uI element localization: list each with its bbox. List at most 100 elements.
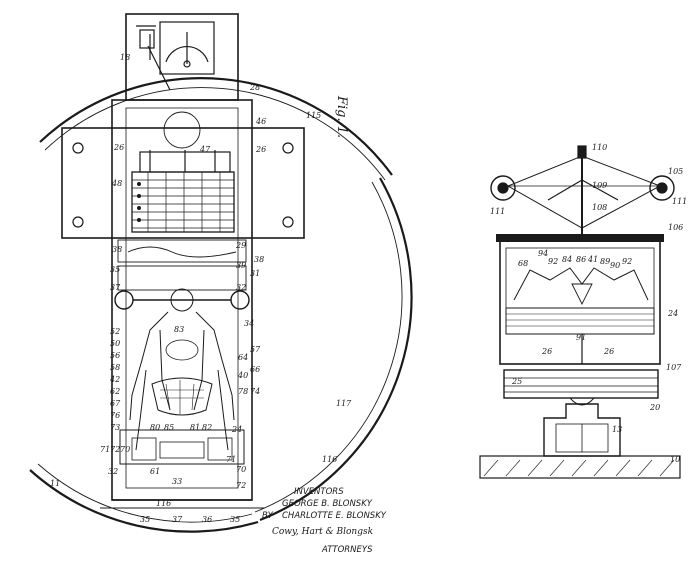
- attorneys-label: ATTORNEYS: [321, 545, 373, 555]
- ref-86: 86: [576, 255, 586, 264]
- ref-58: 58: [110, 363, 120, 372]
- ref-94: 94: [538, 249, 548, 258]
- ground: [479, 455, 681, 479]
- ref-24r: 24: [667, 309, 678, 318]
- ref-81: 81: [190, 423, 200, 432]
- ref-72a: 72: [110, 445, 120, 454]
- ref-80: 80: [150, 423, 160, 432]
- ref-61: 61: [150, 467, 160, 476]
- ref-33: 33: [172, 477, 182, 486]
- ref-32b: 32: [108, 467, 118, 476]
- ref-71a: 71: [100, 445, 110, 454]
- ref-62: 62: [110, 387, 120, 396]
- inventor-name-2: CHARLOTTE E. BLONSKY: [282, 511, 387, 521]
- ref-26r-a: 26: [541, 347, 552, 356]
- ref-115: 115: [306, 111, 321, 120]
- inventor-name-1: GEORGE B. BLONSKY: [282, 499, 373, 509]
- ref-110: 110: [592, 143, 607, 152]
- seated-figure: [129, 288, 235, 451]
- ref-46: 46: [255, 117, 266, 126]
- ref-116a: 116: [322, 455, 337, 464]
- ref-76: 76: [110, 411, 120, 420]
- ref-64: 64: [238, 353, 248, 362]
- ref-29: 29: [235, 241, 246, 250]
- weight-right: [649, 175, 675, 201]
- inventors-heading: INVENTORS: [294, 487, 344, 497]
- ref-36: 36: [202, 515, 212, 524]
- ref-26r-b: 26: [603, 347, 614, 356]
- ref-106: 106: [668, 223, 683, 232]
- ref-11: 11: [50, 479, 60, 488]
- ref-10: 10: [670, 455, 680, 464]
- ref-35c: 35: [230, 515, 240, 524]
- ref-71b: 71: [226, 455, 236, 464]
- left-reference-numbers: 18 28 46 115 26 26 47 48 38 29 35 39 38 …: [50, 53, 352, 524]
- ref-116b: 116: [156, 499, 171, 508]
- ref-83: 83: [174, 325, 184, 334]
- ref-50: 50: [110, 339, 120, 348]
- ref-41: 41: [587, 255, 598, 264]
- ref-25: 25: [511, 377, 522, 386]
- ref-89: 89: [600, 257, 610, 266]
- ref-39: 39: [236, 261, 246, 270]
- circular-rail-right: [259, 177, 413, 522]
- ref-47: 47: [199, 145, 211, 154]
- ref-35: 35: [110, 265, 120, 274]
- right-reference-numbers: 110 109 108 105 111 111 106 68 92 84 94 …: [490, 143, 687, 464]
- ref-57: 57: [250, 345, 261, 354]
- ref-13: 13: [612, 425, 622, 434]
- carriage-plate: [61, 127, 305, 239]
- ref-52: 52: [110, 327, 120, 336]
- ref-48: 48: [111, 179, 122, 188]
- ref-68: 68: [518, 259, 528, 268]
- gauge-box: [125, 13, 239, 101]
- grid-block: [131, 171, 235, 233]
- ref-109: 109: [592, 181, 607, 190]
- ref-111a: 111: [490, 207, 505, 216]
- ref-38a: 38: [112, 245, 122, 254]
- diamond-linkage: [506, 155, 662, 229]
- ref-35b: 35: [140, 515, 150, 524]
- ref-70a: 70: [120, 445, 130, 454]
- ref-111b: 111: [672, 197, 687, 206]
- circular-rail-bottom: [29, 469, 259, 533]
- base-drum: [503, 369, 659, 399]
- ref-78: 78: [238, 387, 248, 396]
- right-figure: [479, 145, 681, 479]
- ref-105: 105: [668, 167, 683, 176]
- by-label: BY: [262, 511, 274, 521]
- ref-37: 37: [110, 283, 121, 292]
- ref-20: 20: [649, 403, 660, 412]
- ref-90: 90: [610, 261, 620, 270]
- circular-rail: [39, 77, 393, 176]
- ref-74: 74: [250, 387, 260, 396]
- ref-31: 31: [250, 269, 260, 278]
- side-handles: [114, 290, 250, 310]
- ref-42: 42: [109, 375, 120, 384]
- ref-92b: 92: [622, 257, 632, 266]
- ref-72b: 72: [236, 481, 246, 490]
- ref-24: 24: [231, 425, 242, 434]
- ref-91: 91: [576, 333, 586, 342]
- ref-37b: 37: [172, 515, 183, 524]
- ref-107: 107: [666, 363, 682, 372]
- platform-stack: [505, 307, 655, 335]
- ref-73: 73: [110, 423, 120, 432]
- ref-70b: 70: [236, 465, 246, 474]
- ref-84: 84: [562, 255, 572, 264]
- attorney-signature: Cowy, Hart & Blongsk: [272, 527, 373, 537]
- ref-38b: 38: [254, 255, 264, 264]
- left-figure: [29, 13, 413, 533]
- ref-26b: 26: [255, 145, 266, 154]
- ref-18: 18: [120, 53, 130, 62]
- ref-82: 82: [202, 423, 212, 432]
- ref-56: 56: [110, 351, 120, 360]
- ref-32: 32: [236, 283, 246, 292]
- ref-117: 117: [336, 399, 352, 408]
- ref-26a: 26: [113, 143, 124, 152]
- ref-28: 28: [249, 83, 260, 92]
- ref-40: 40: [237, 371, 248, 380]
- weight-left: [490, 175, 516, 201]
- ref-34: 34: [244, 319, 254, 328]
